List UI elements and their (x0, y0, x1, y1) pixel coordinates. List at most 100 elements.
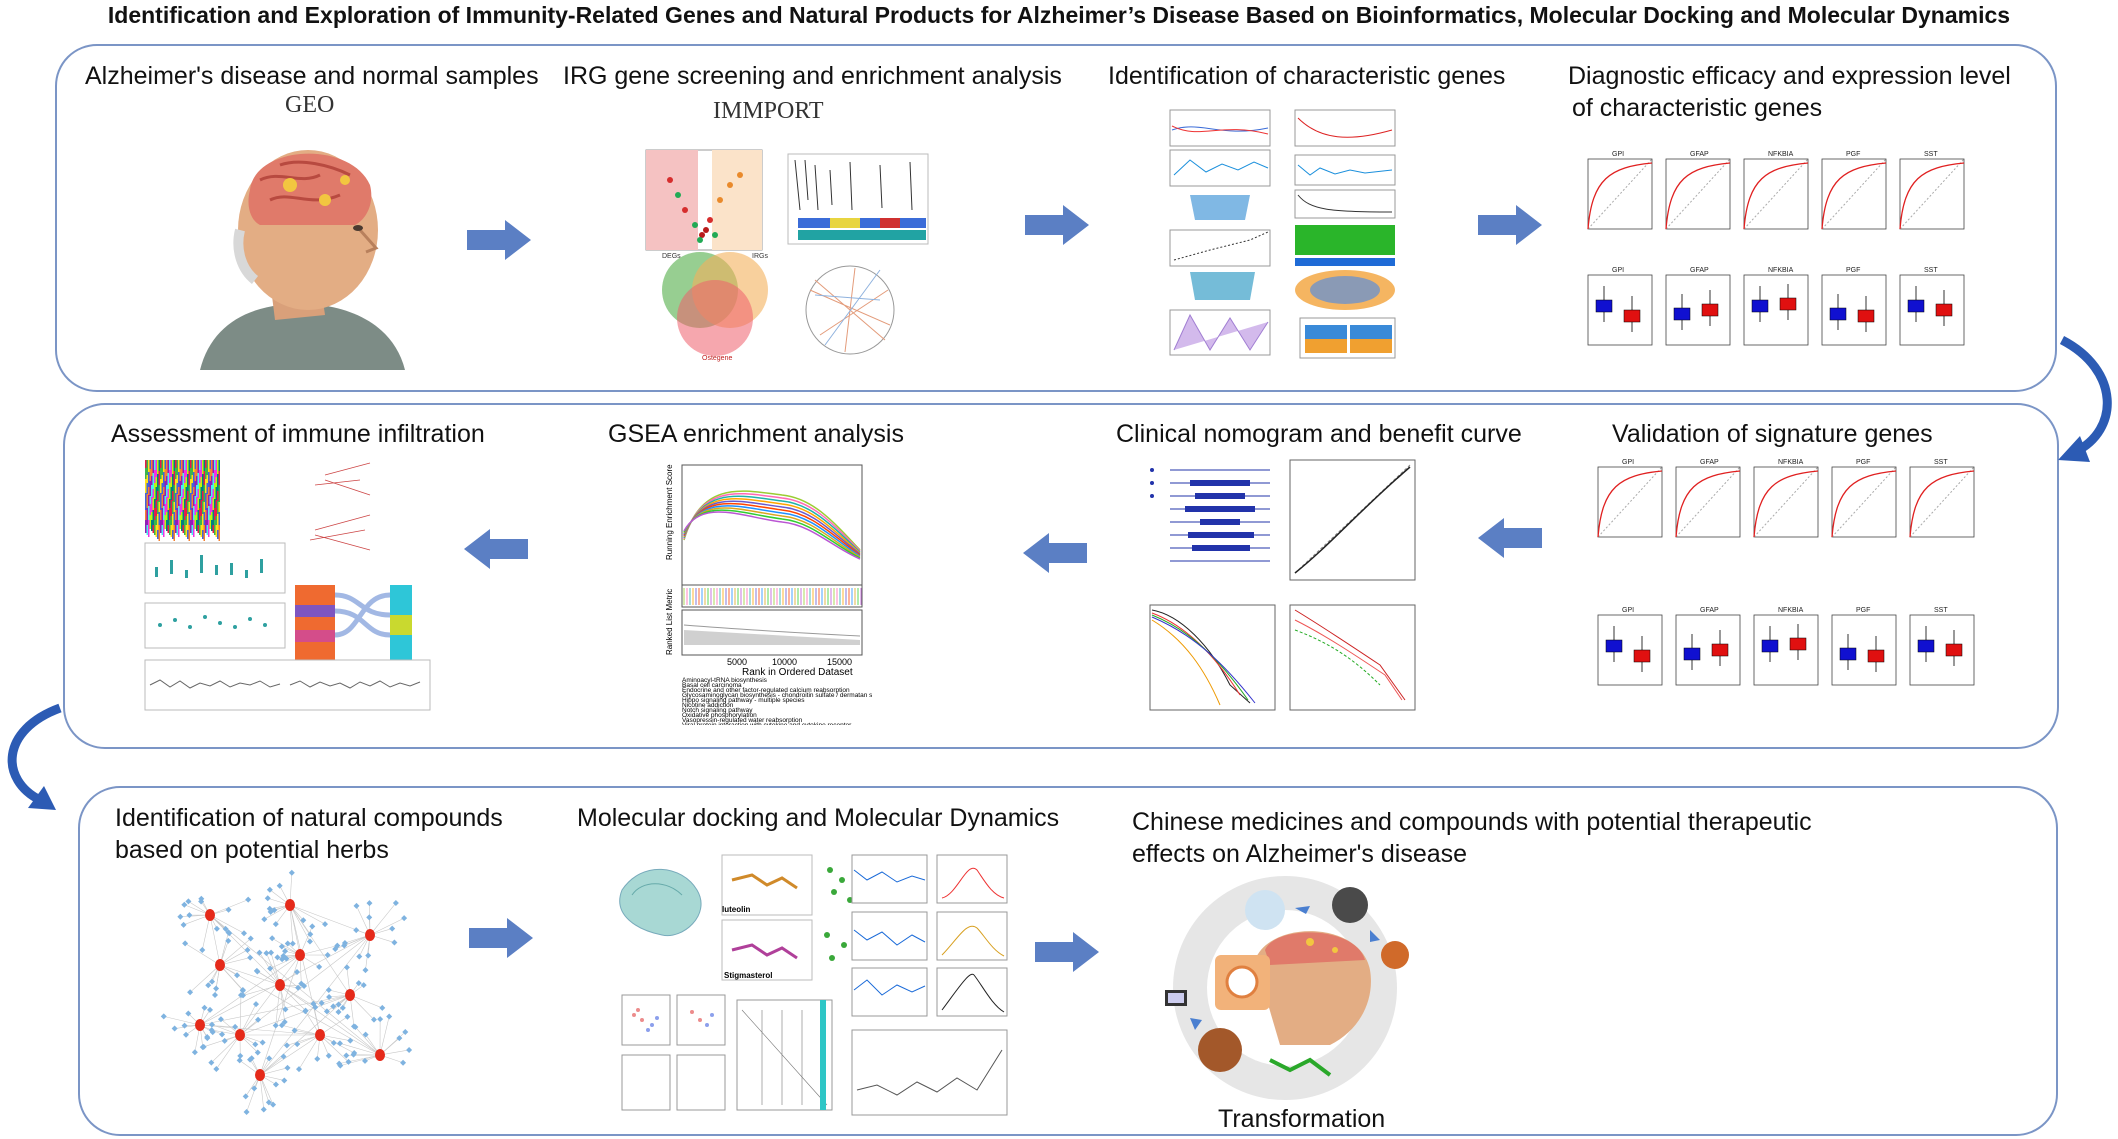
immune-bar-segment (154, 483, 156, 499)
gsea-panel: Running Enrichment Score Ranked List Met… (665, 464, 872, 725)
arrow-left-3 (464, 529, 528, 569)
network-edge (219, 964, 381, 1056)
immune-bar-segment (197, 525, 199, 533)
immune-bar-segment (214, 508, 216, 520)
immune-bar-segment (158, 512, 160, 525)
immune-bar-segment (158, 471, 160, 485)
immune-bar-segment (175, 468, 177, 479)
immune-bar-segment (164, 496, 166, 504)
herb-node (272, 1022, 279, 1029)
validation-box-nfkbia: NFKBIA (1753, 607, 1819, 686)
herb-node (272, 921, 279, 928)
herb-node (282, 948, 289, 955)
herb-node (191, 1049, 198, 1056)
herb-node (332, 946, 339, 953)
immune-bar-segment (184, 460, 186, 470)
step2-source: IMMPORT (713, 98, 824, 124)
immune-bar-segment (152, 473, 154, 489)
immune-bar-segment (200, 460, 202, 477)
herb-node (370, 1016, 377, 1023)
network-edge (216, 1034, 241, 1070)
herb-node (248, 1055, 255, 1062)
herb-node (362, 1031, 369, 1038)
immune-bar-segment (181, 476, 183, 485)
herb-node (347, 1037, 354, 1044)
immune-bar-segment (194, 496, 196, 504)
herb-node (160, 1013, 167, 1020)
immune-bar-segment (151, 476, 153, 485)
immune-bar-segment (146, 460, 148, 475)
herb-node (309, 923, 316, 930)
immune-bar-segment (161, 494, 163, 508)
herb-node (255, 1016, 262, 1023)
validation-gene-label-gpi: GPI (1622, 459, 1634, 466)
herb-node (199, 947, 206, 954)
validation-gene-label-pgf: PGF (1856, 459, 1870, 466)
immune-bar-segment (194, 481, 196, 496)
immune-bar-segment (185, 460, 187, 477)
herb-node (325, 986, 332, 993)
herb-node (302, 1008, 309, 1015)
network-edge (189, 964, 221, 993)
immune-bar-segment (191, 494, 193, 508)
immune-bar-segment (146, 475, 148, 483)
herb-node (208, 1059, 215, 1066)
diagnostic-box-gfap: GFAP (1665, 267, 1731, 346)
herb-node (221, 1037, 228, 1044)
network-edge (163, 1016, 201, 1026)
immune-bar-segment (191, 475, 193, 483)
herb-node (323, 1008, 330, 1015)
network-edge (279, 984, 286, 1022)
immune-bar-segment (217, 530, 219, 539)
immune-bar-segment (217, 474, 219, 491)
network-edge (209, 914, 221, 966)
immune-bar-segment (185, 525, 187, 537)
herb-node (187, 989, 194, 996)
network-edge (239, 994, 351, 1036)
gsea-tick-5000: 5000 (727, 657, 747, 667)
immune-bar-segment (209, 460, 211, 469)
immune-bar-segment (146, 525, 148, 535)
network-edge (355, 1026, 381, 1056)
validation-roc-gfap: GFAP (1675, 459, 1741, 538)
immune-bar-segment (208, 520, 210, 537)
herb-node (325, 1052, 332, 1059)
herb-node (360, 982, 367, 989)
validation-box-label-gfap: GFAP (1700, 607, 1719, 614)
gsea-term-2: Basal cell carcinoma (682, 682, 742, 689)
immune-bar-segment (182, 510, 184, 525)
immune-bar-segment (179, 460, 181, 469)
docking-dynamics-panels: luteolin Stigmasterol (619, 854, 1008, 1116)
immune-bar-segment (175, 520, 177, 533)
immune-bar-segment (175, 510, 177, 520)
network-edge (289, 904, 321, 1036)
immune-bar-segment (185, 477, 187, 487)
immune-bar-segment (202, 460, 204, 474)
immune-bar-segment (167, 510, 169, 525)
network-edge (339, 1043, 381, 1056)
immune-bar-segment (154, 520, 156, 535)
immune-bar-segment (187, 530, 189, 539)
immune-bar-segment (173, 525, 175, 541)
immune-bar-segment (194, 504, 196, 515)
herb-node (186, 912, 193, 919)
immune-bar-segment (206, 460, 208, 475)
immune-bar-segment (163, 520, 165, 537)
herb-node (204, 1034, 211, 1041)
herb-node (254, 1049, 261, 1056)
immune-bar-segment (178, 495, 180, 506)
network-edge (239, 954, 301, 1036)
herb-node (330, 1003, 337, 1010)
arrow-right-2 (1025, 205, 1089, 245)
immune-bar-segment (173, 471, 175, 485)
herb-node (242, 1093, 249, 1100)
immune-bar-segment (152, 460, 154, 473)
immune-bar-segment (178, 520, 180, 537)
validation-roc-pgf: PGF (1831, 459, 1897, 538)
immune-bar-segment (169, 460, 171, 470)
immune-bar-segment (196, 512, 198, 520)
immune-bar-segment (179, 496, 181, 504)
transformation-illustration (1165, 876, 1409, 1100)
